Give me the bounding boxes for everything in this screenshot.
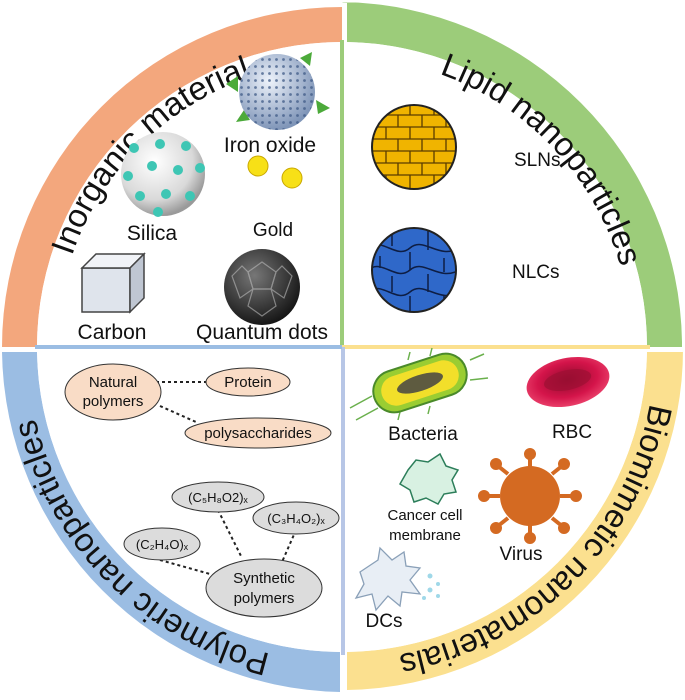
connector-c2h4o xyxy=(159,559,211,575)
polysaccharides-label: polysaccharides xyxy=(204,425,312,442)
natural-polymers-pill xyxy=(64,363,162,421)
dcs-label: DCs xyxy=(366,611,403,632)
silica-label: Silica xyxy=(127,222,178,245)
bacteria-label: Bacteria xyxy=(388,424,458,445)
bacteria-icon xyxy=(349,347,489,421)
rbc-icon xyxy=(526,356,610,408)
gold-icon xyxy=(247,155,303,189)
cancer-cell-label-line2: membrane xyxy=(389,527,461,544)
lipid-ring xyxy=(342,2,682,347)
virus-label: Virus xyxy=(500,544,543,565)
cancer-cell-membrane-icon xyxy=(398,452,460,505)
natural-polymers-label-line1: Natural xyxy=(89,374,137,391)
synthetic-polymers-label-line2: polymers xyxy=(234,590,295,607)
protein-label: Protein xyxy=(224,374,272,391)
inorganic-ring xyxy=(2,7,342,347)
virus-icon xyxy=(478,448,582,544)
iron-oxide-icon xyxy=(226,52,330,130)
connector-polysaccharides xyxy=(159,405,197,423)
quantum-dots-label: Quantum dots xyxy=(196,321,328,344)
iron-oxide-label: Iron oxide xyxy=(224,134,316,157)
c3h4o2-pill xyxy=(252,501,340,535)
polymeric-ring xyxy=(2,352,340,692)
connector-c5h8o2 xyxy=(217,509,243,559)
polysaccharides-pill xyxy=(184,417,332,449)
c5h8o2-pill xyxy=(171,481,265,513)
silica-icon xyxy=(121,132,205,217)
c2h4o-pill xyxy=(123,527,201,561)
protein-pill xyxy=(205,367,291,397)
natural-polymers-label-line2: polymers xyxy=(83,393,144,410)
biomimetic-ring xyxy=(347,347,684,690)
gold-label: Gold xyxy=(253,220,293,241)
c2h4o-label: (C₂H₄O)ₓ xyxy=(136,537,189,552)
c5h8o2-label: (C₅H₈O2)ₓ xyxy=(188,490,248,505)
cancer-cell-label-line1: Cancer cell xyxy=(387,507,462,524)
carbon-label: Carbon xyxy=(78,321,147,344)
dcs-icon xyxy=(354,546,440,612)
carbon-icon xyxy=(80,252,146,314)
c3h4o2-label: (C₃H₄O₂)ₓ xyxy=(267,511,325,526)
synthetic-polymers-label-line1: Synthetic xyxy=(233,570,295,587)
synthetic-polymers-pill xyxy=(205,558,323,618)
rbc-label: RBC xyxy=(552,422,592,443)
sln-label: SLNs xyxy=(514,150,560,171)
quantum-dots-icon xyxy=(224,249,300,325)
nlc-label: NLCs xyxy=(512,262,560,283)
nlc-icon xyxy=(371,227,457,313)
